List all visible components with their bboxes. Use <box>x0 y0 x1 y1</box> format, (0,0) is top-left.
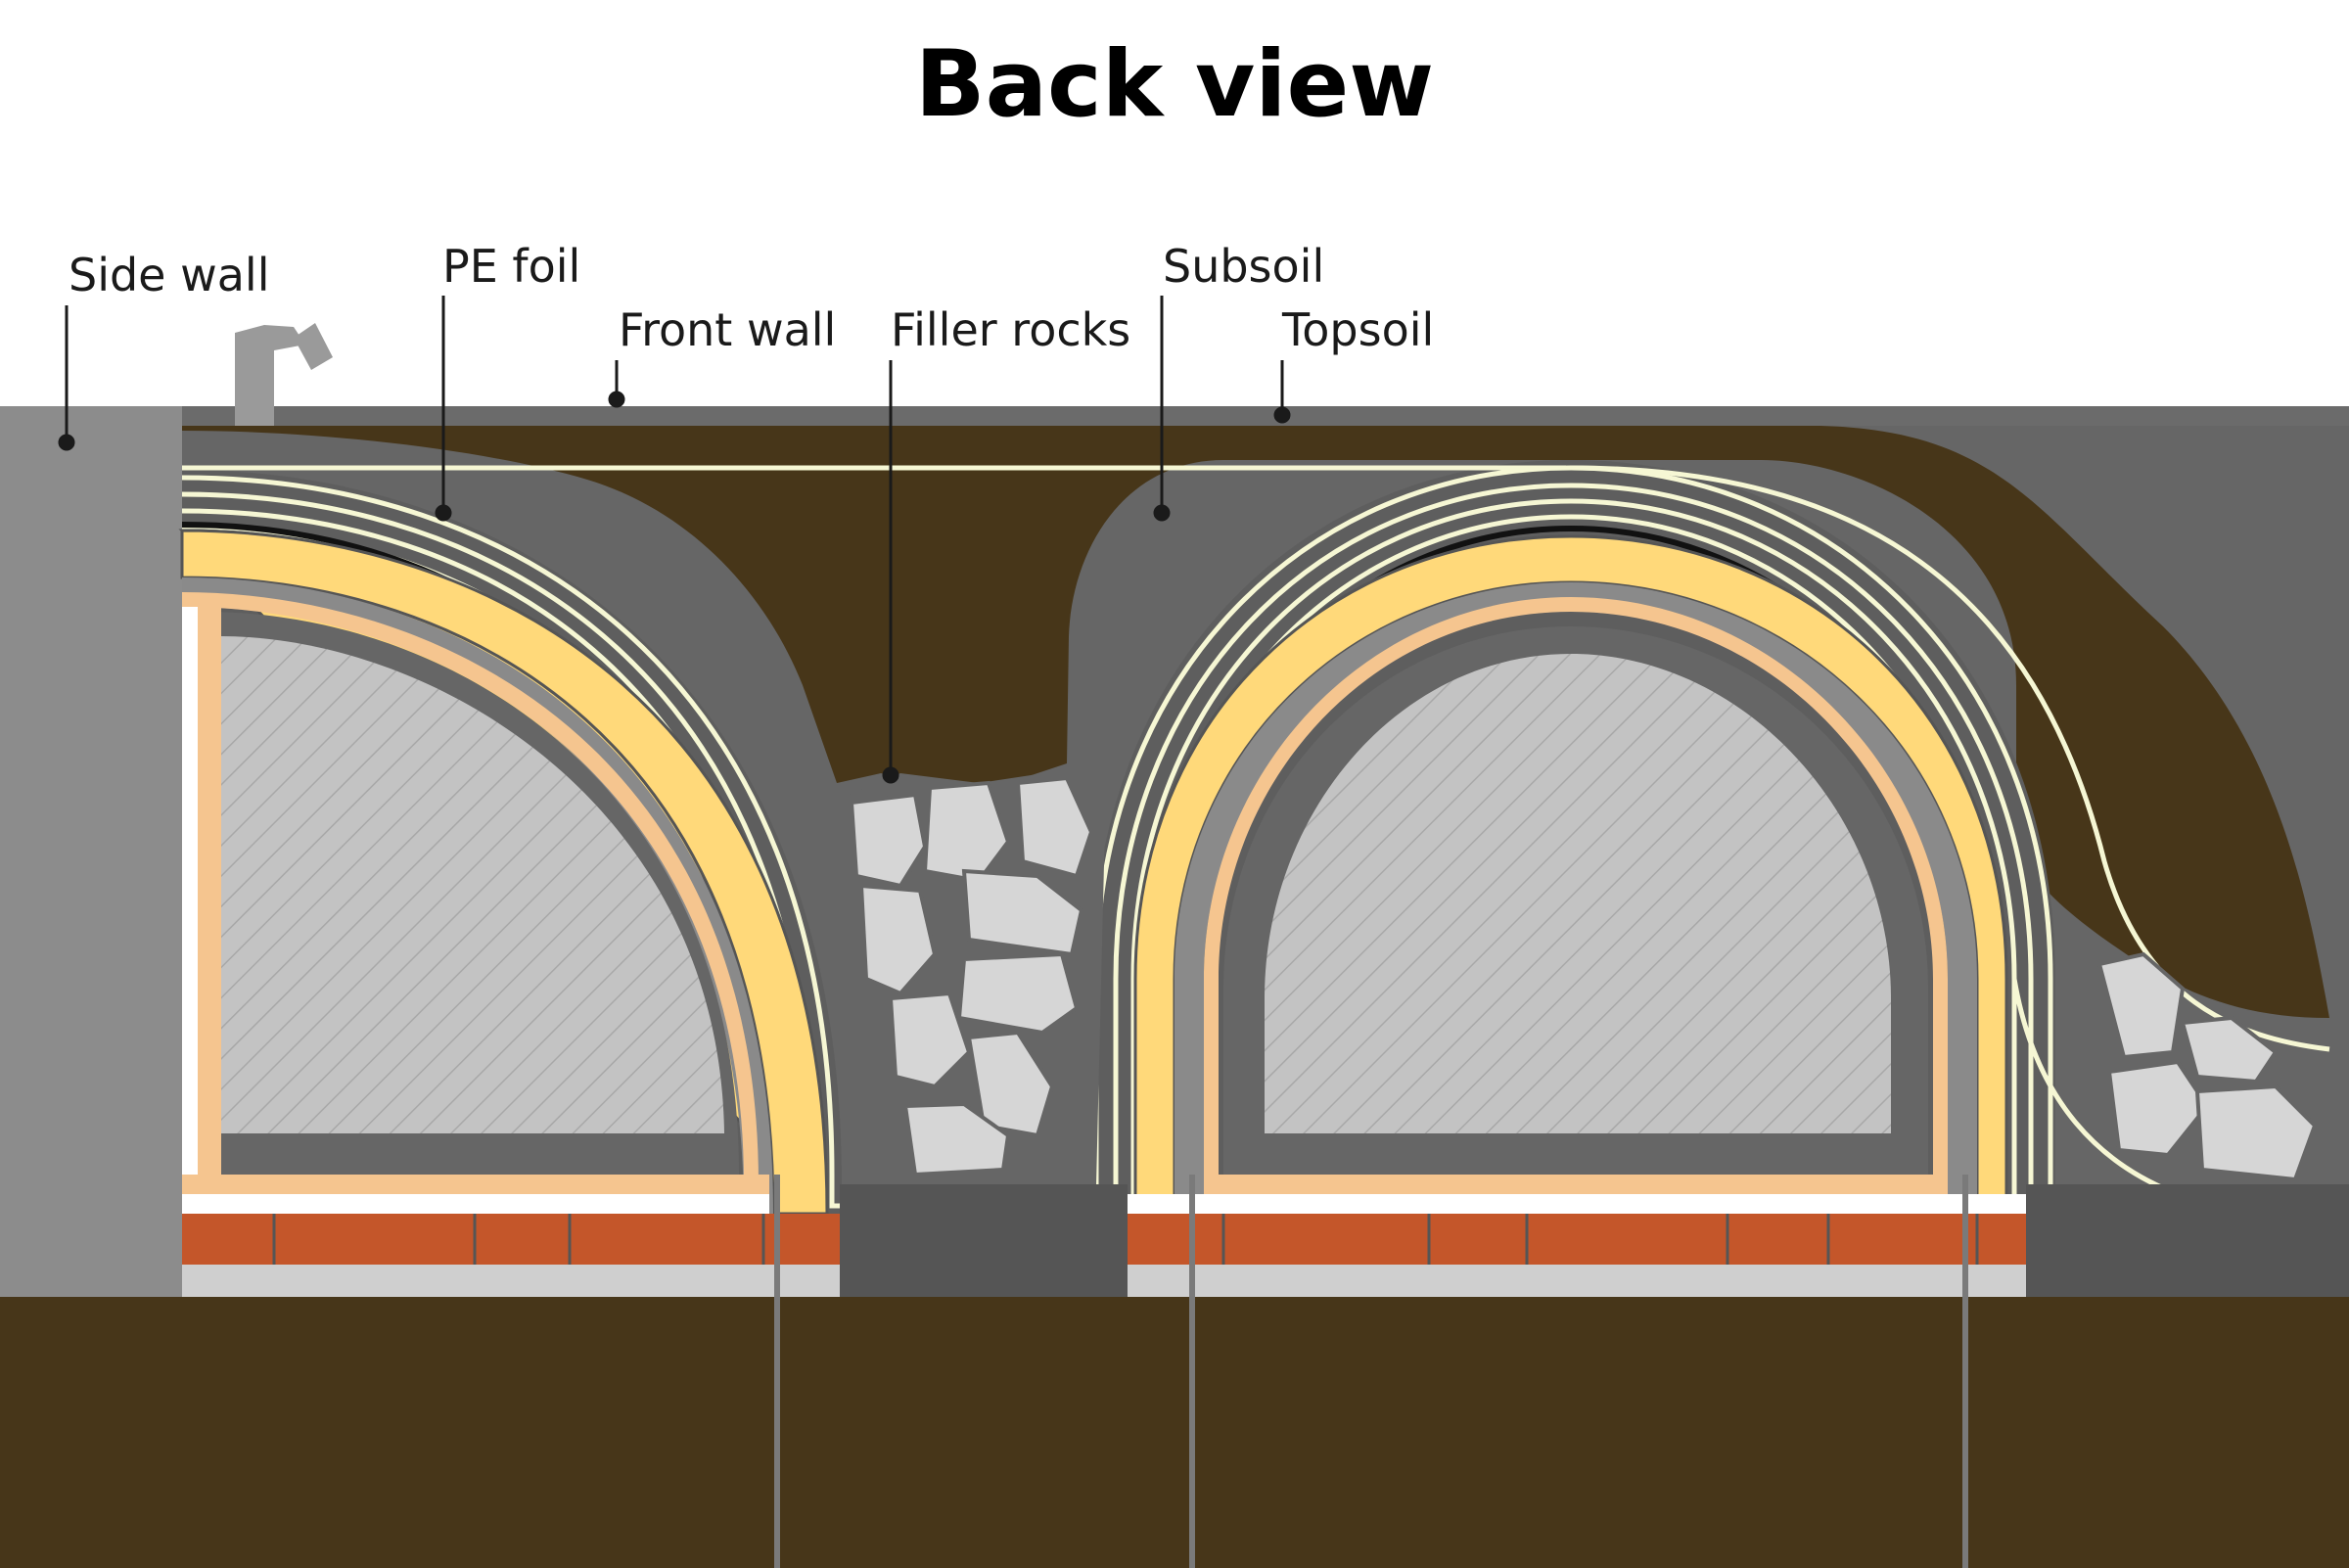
right-brick-joints <box>1221 1214 1979 1265</box>
right-drain-gap <box>2026 1184 2349 1297</box>
right-arch-inner-hatch <box>1265 654 1891 1133</box>
left-door-frame-white <box>182 607 198 1175</box>
side-wall <box>0 406 182 1297</box>
left-floor-white <box>182 1194 769 1214</box>
ground-subsoil-base <box>0 1297 2349 1568</box>
diagram-title: Back view <box>915 31 1434 138</box>
right-floor-white <box>1128 1194 2026 1214</box>
label-front-wall: Front wall <box>619 303 836 356</box>
right-floor-gravel <box>1128 1265 2026 1297</box>
right-filler-rocks <box>2096 951 2318 1182</box>
label-filler-rocks: Filler rocks <box>891 303 1130 356</box>
left-brick-joints <box>272 1214 765 1265</box>
right-floor-sill <box>1204 1175 1948 1194</box>
vent-pipe-cap <box>294 323 333 370</box>
left-floor-gravel <box>182 1265 840 1297</box>
drain-pipes <box>774 1175 1968 1568</box>
filler-rocks <box>849 775 1094 1177</box>
label-topsoil: Topsoil <box>1281 303 1434 356</box>
left-arch-inner-hatch <box>220 636 724 1133</box>
label-pe-foil: PE foil <box>442 240 580 293</box>
top-pe-foil <box>182 465 2330 1195</box>
leader-lines <box>58 296 1291 784</box>
vent-pipe <box>235 325 305 426</box>
right-floor-bricks <box>1128 1214 2026 1265</box>
topsoil-layer <box>182 406 2349 426</box>
label-side-wall: Side wall <box>69 249 269 301</box>
label-subsoil: Subsoil <box>1163 240 1324 293</box>
left-floor-sill <box>182 1175 769 1194</box>
left-floor-bricks <box>182 1214 840 1265</box>
middle-drain-gap <box>840 1184 1128 1297</box>
